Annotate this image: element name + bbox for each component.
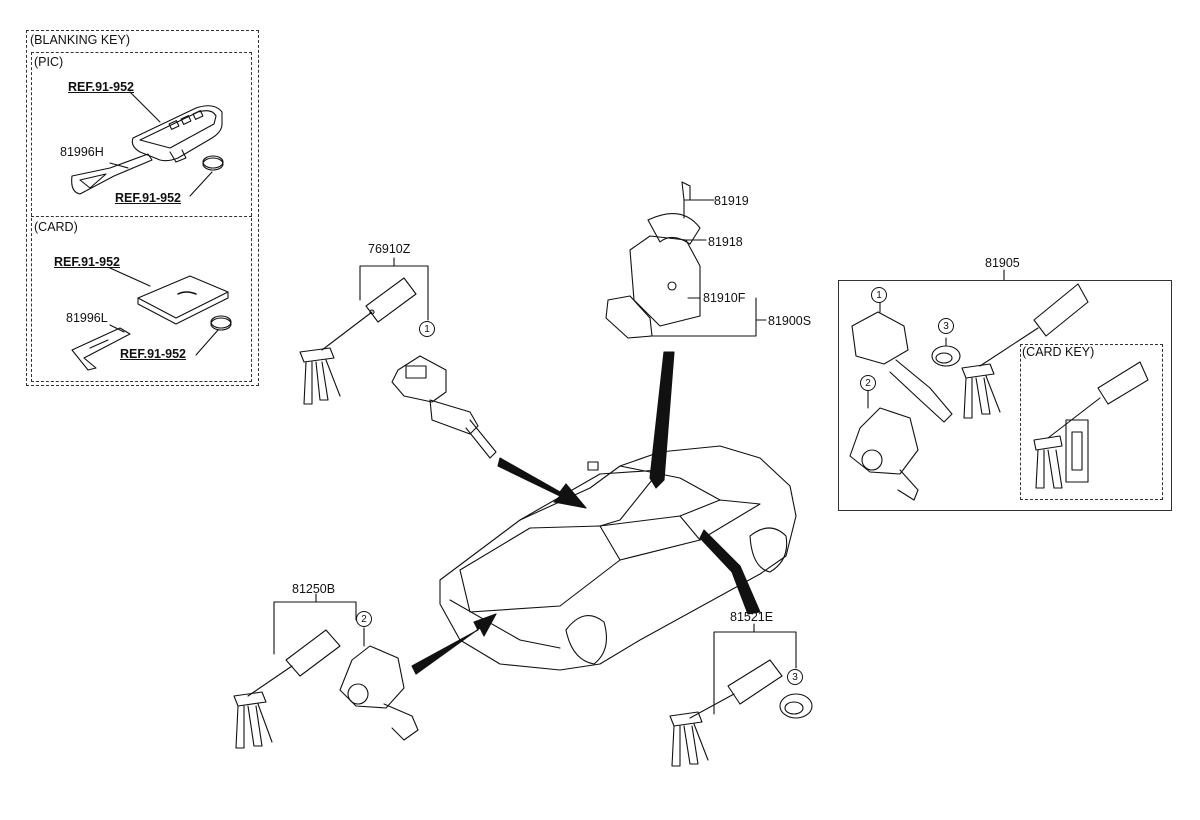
card-keys-tag — [1033, 361, 1149, 489]
pic-ref-battery[interactable]: REF.91-952 — [115, 191, 182, 205]
callout-3[interactable]: 3 — [938, 318, 954, 334]
blanking-key-inner-box — [31, 52, 252, 382]
bracket-81900S — [649, 297, 757, 337]
blanking-key-outer-box — [26, 30, 259, 386]
trunk-lock-81250B — [339, 627, 419, 741]
card-ref-card[interactable]: REF.91-952 — [54, 255, 121, 269]
card-battery-illustration — [210, 315, 232, 331]
part-81905[interactable]: 81905 — [985, 256, 1020, 270]
card-key-title: (CARD KEY) — [1022, 345, 1095, 359]
card-ref-battery[interactable]: REF.91-952 — [120, 347, 187, 361]
door-cap-81521E — [779, 693, 813, 719]
card-mechanical-key-illustration — [71, 327, 131, 371]
callout-3[interactable]: 3 — [787, 669, 803, 685]
part-81919[interactable]: 81919 — [714, 194, 749, 208]
pic-mechanical-key-illustration — [71, 153, 153, 195]
trunk-cylinder-81905 — [931, 337, 961, 367]
part-81996L[interactable]: 81996L — [66, 311, 108, 325]
steering-lock-illustration — [605, 181, 701, 339]
keys-tag-81905 — [961, 283, 1089, 419]
pointer-arrow — [699, 529, 761, 615]
bracket-81521E — [713, 631, 797, 715]
keys-tag-81250B — [233, 629, 341, 749]
part-81918[interactable]: 81918 — [708, 235, 743, 249]
callout-2[interactable]: 2 — [356, 611, 372, 627]
leader — [129, 91, 161, 123]
callout-1[interactable]: 1 — [871, 287, 887, 303]
keys-tag-81521E — [669, 659, 783, 767]
part-81910F[interactable]: 81910F — [703, 291, 746, 305]
blanking-divider — [31, 216, 252, 217]
set-81905-box — [838, 280, 1172, 511]
pic-battery-illustration — [202, 155, 224, 171]
blanking-key-title: (BLANKING KEY) — [30, 33, 131, 47]
pic-ref-fob[interactable]: REF.91-952 — [68, 80, 135, 94]
ignition-cylinder-81905 — [849, 387, 919, 501]
pointer-arrow — [411, 613, 497, 675]
part-76910Z[interactable]: 76910Z — [368, 242, 411, 256]
card-key-box — [1020, 344, 1163, 500]
bracket-81250B — [273, 601, 357, 655]
part-81250B[interactable]: 81250B — [292, 582, 336, 596]
callout-1[interactable]: 1 — [419, 321, 435, 337]
card-key-illustration — [137, 275, 229, 325]
pointer-arrow — [497, 457, 587, 509]
pic-section-title: (PIC) — [34, 55, 64, 69]
car-illustration — [439, 445, 797, 671]
ignition-lock-illustration — [391, 355, 497, 459]
part-81521E[interactable]: 81521E — [730, 610, 774, 624]
pointer-arrow — [649, 351, 675, 489]
callout-2[interactable]: 2 — [860, 375, 876, 391]
keys-tag-76910Z — [299, 277, 417, 405]
part-81996H[interactable]: 81996H — [60, 145, 104, 159]
card-section-title: (CARD) — [34, 220, 78, 234]
part-81900S[interactable]: 81900S — [768, 314, 812, 328]
smart-key-fob-illustration — [131, 105, 223, 163]
